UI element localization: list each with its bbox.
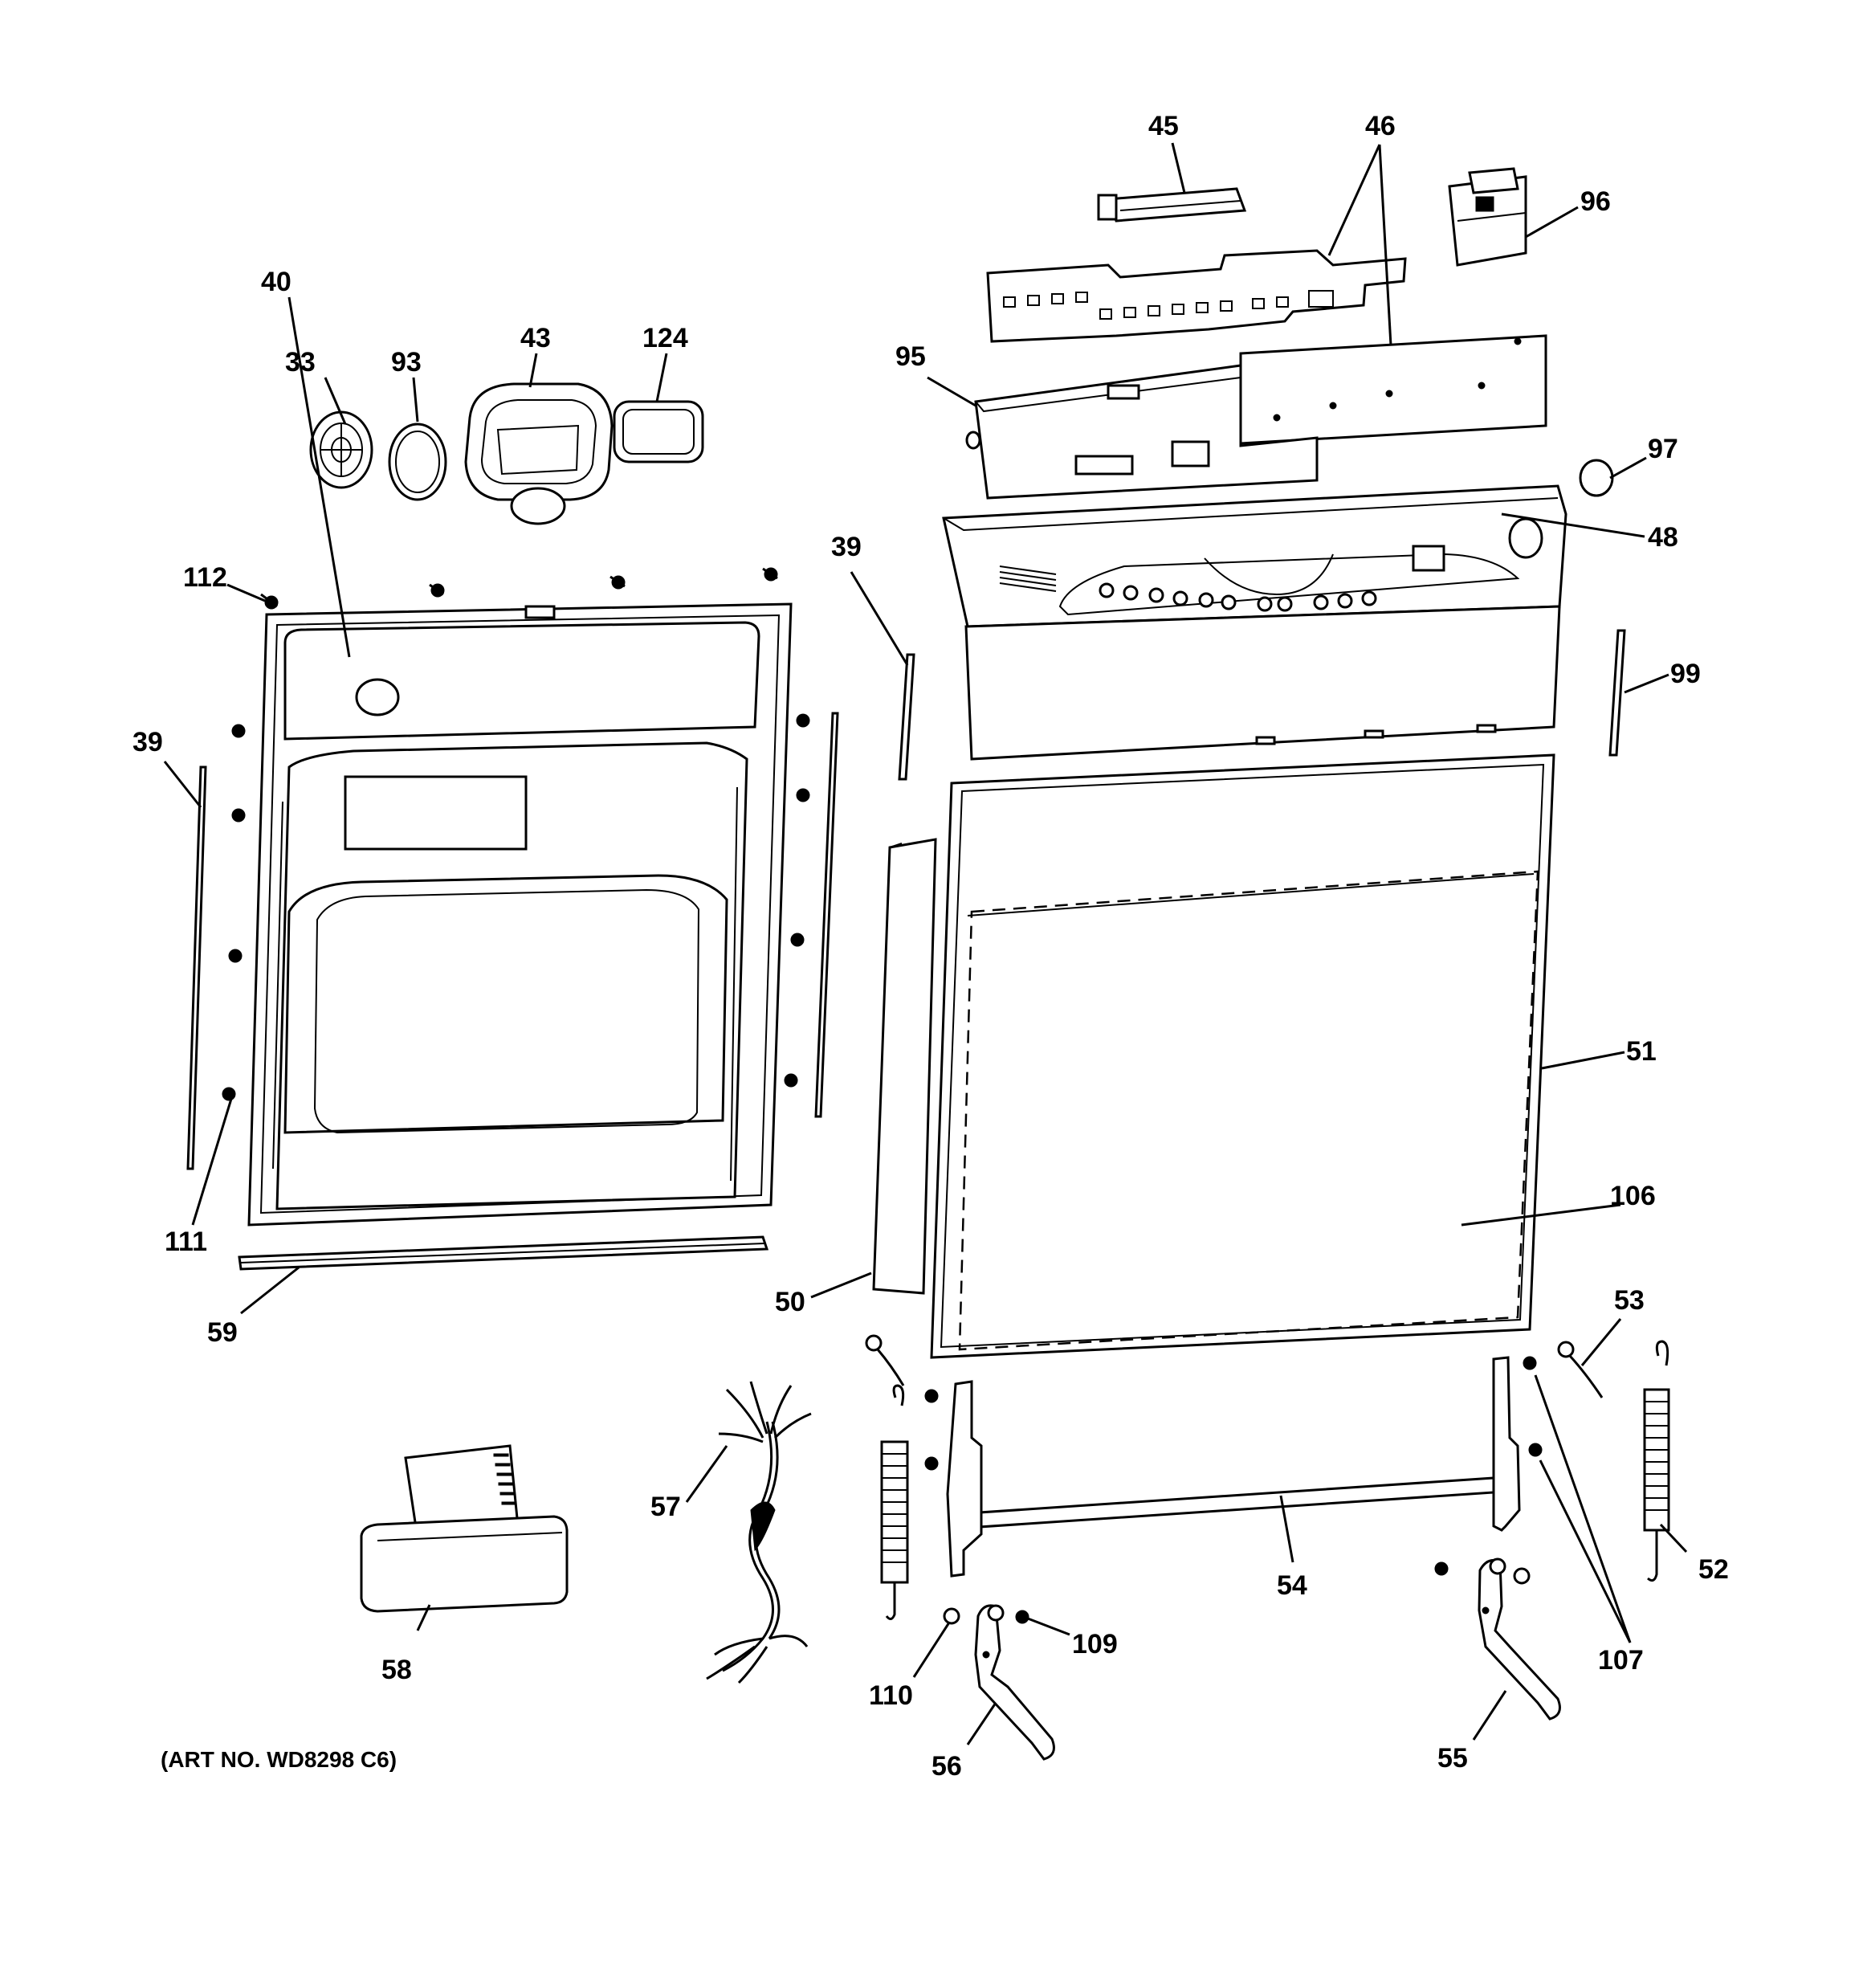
label-40: 40 (261, 267, 291, 297)
label-33: 33 (285, 347, 316, 378)
part-99-strip (1608, 629, 1626, 757)
label-106: 106 (1610, 1181, 1656, 1211)
part-52-spring-right (1643, 1340, 1670, 1582)
part-46-control-board (986, 249, 1547, 445)
part-53-cable-clip (865, 1334, 1604, 1398)
label-55: 55 (1437, 1743, 1468, 1774)
label-39-left: 39 (132, 727, 163, 757)
part-96-latch (1448, 167, 1527, 267)
label-39-middle: 39 (831, 532, 862, 562)
part-55-hinge-right (1478, 1557, 1561, 1721)
label-54: 54 (1277, 1570, 1307, 1601)
label-96: 96 (1580, 186, 1611, 217)
spring-left (880, 1384, 909, 1620)
screw-group-hinges (924, 1356, 1543, 1625)
part-54-hinge-bar (946, 1356, 1521, 1578)
label-48: 48 (1648, 522, 1678, 553)
label-110: 110 (869, 1680, 913, 1711)
part-45-module (1097, 187, 1247, 222)
label-53: 53 (1614, 1285, 1645, 1316)
label-51: 51 (1626, 1036, 1657, 1067)
label-112: 112 (183, 562, 227, 593)
part-39-middle-strip (898, 653, 915, 781)
label-52: 52 (1698, 1554, 1729, 1585)
label-93: 93 (391, 347, 422, 378)
label-43: 43 (520, 323, 551, 353)
part-40-inner-door (247, 602, 793, 1227)
part-124-gasket (613, 400, 704, 463)
right-strip-inner-door (814, 712, 839, 1118)
part-97-button (1579, 459, 1614, 497)
part-57-wire-harness (706, 1381, 812, 1684)
label-46: 46 (1365, 111, 1396, 141)
part-50-side-panel (872, 838, 937, 1295)
label-45: 45 (1148, 111, 1179, 141)
label-50: 50 (775, 1287, 805, 1317)
leader-lines (163, 142, 1688, 1745)
label-109: 109 (1072, 1629, 1118, 1659)
label-58: 58 (381, 1655, 412, 1685)
screw-group-left-door (222, 567, 810, 1101)
part-95-panel-bracket (965, 364, 1319, 500)
label-107: 107 (1598, 1645, 1644, 1676)
label-111: 111 (165, 1227, 207, 1257)
label-95: 95 (895, 341, 926, 372)
part-labels: 33 93 43 124 40 112 39 111 59 58 57 45 4… (132, 111, 1729, 1782)
label-124: 124 (642, 323, 688, 353)
label-56: 56 (932, 1751, 962, 1782)
label-97: 97 (1648, 434, 1678, 464)
label-99: 99 (1670, 659, 1701, 689)
part-48-console (942, 484, 1567, 761)
part-59-bottom-seal (238, 1235, 769, 1271)
part-56-hinge-left (974, 1604, 1055, 1761)
part-39-left-strip (186, 765, 207, 1170)
label-59: 59 (207, 1317, 238, 1348)
part-58-dispenser (360, 1444, 569, 1613)
label-57: 57 (650, 1492, 681, 1522)
part-93-ring (388, 423, 447, 501)
art-number: (ART NO. WD8298 C6) (161, 1747, 397, 1772)
part-51-outer-door (930, 753, 1555, 1359)
part-43-vent-housing (464, 382, 614, 525)
